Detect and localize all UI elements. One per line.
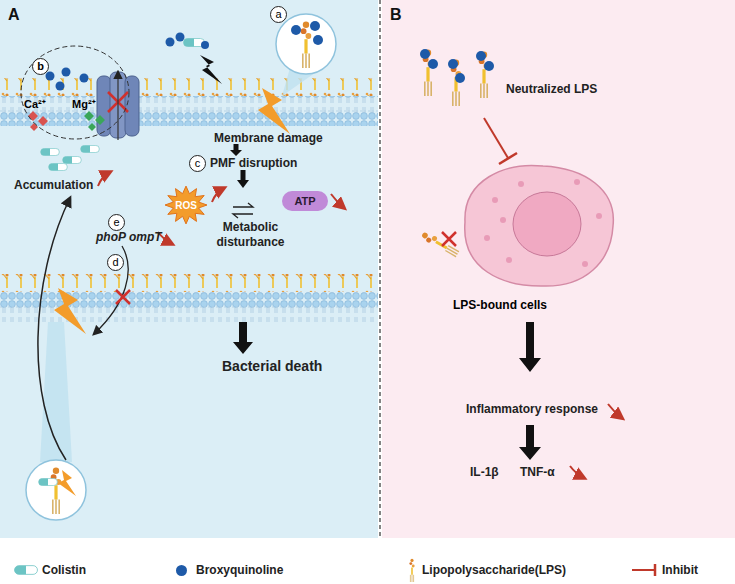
legend-swatch <box>176 565 187 576</box>
callout-letter: a <box>270 6 287 23</box>
flow-label: Membrane damage <box>214 131 323 146</box>
macrophage-cell: LPS-bound cells <box>425 160 635 320</box>
panel-letter: A <box>8 6 20 23</box>
ion-region: Ca²⁺ Mg²⁺ b <box>20 45 130 140</box>
cell-granule <box>596 213 602 219</box>
flow-label: Bacterial death <box>222 358 322 375</box>
flow-label: Accumulation <box>14 178 93 193</box>
flow-label: phoP ompT <box>96 230 162 245</box>
legend-text: Lipopolysaccharide(LPS) <box>422 563 566 578</box>
node-text: c <box>195 158 201 169</box>
cell-outline <box>425 160 635 320</box>
cell-body <box>465 165 614 286</box>
callout-letter: e <box>108 214 125 231</box>
flow-label: TNF-α <box>520 465 555 480</box>
burst-shape <box>165 186 207 224</box>
node-text: a <box>275 9 281 20</box>
flow-label: PMF disruption <box>210 156 297 171</box>
panel-letter: B <box>390 6 402 23</box>
node-text: e <box>113 217 119 228</box>
cell-granule <box>500 217 506 223</box>
flow-label: Neutralized LPS <box>506 82 597 97</box>
callout-letter: c <box>189 155 206 172</box>
flow-label: Inflammatory response <box>466 402 598 417</box>
cell-granule <box>506 257 512 263</box>
node-text: Ca²⁺ <box>24 96 46 111</box>
cell-granule <box>484 235 490 241</box>
callout-letter: b <box>32 58 49 75</box>
cell-granule <box>492 197 498 203</box>
flow-label: IL-1β <box>470 465 499 480</box>
atp-pill: ATP <box>282 191 328 211</box>
dashed-ellipse <box>21 46 129 139</box>
node-text: b <box>37 61 44 72</box>
cell-granule <box>582 261 588 267</box>
legend-text: Broxyquinoline <box>196 563 283 578</box>
node-text: d <box>112 257 118 268</box>
cell-granule <box>518 181 524 187</box>
node-text: ROS <box>175 200 197 211</box>
cell-nucleus <box>513 192 581 256</box>
legend-text: Colistin <box>42 563 86 578</box>
cell-granule <box>574 179 580 185</box>
flow-label: Metabolic disturbance <box>203 220 298 250</box>
callout-letter: d <box>107 254 124 271</box>
node-text: Mg²⁺ <box>72 96 96 111</box>
ros-burst: ROS <box>164 185 208 225</box>
node-text: ATP <box>294 195 315 207</box>
node-text: LPS-bound cells <box>453 298 547 312</box>
panel-band: B LPS-bound cells <box>382 0 735 538</box>
legend-text: Inhibit <box>662 563 698 578</box>
